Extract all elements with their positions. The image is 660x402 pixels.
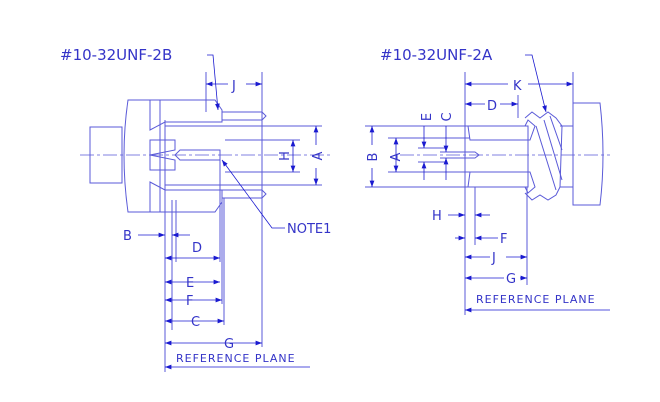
dim-c-right: C bbox=[440, 112, 455, 121]
thread-callout-2b: #10-32UNF-2B bbox=[60, 46, 172, 64]
reference-plane-label-right: REFERENCE PLANE bbox=[476, 293, 596, 306]
dim-b-right: B bbox=[366, 153, 381, 162]
right-dimensions bbox=[369, 54, 610, 313]
right-labels: #10-32UNF-2A K D E C B A H F J G REFEREN… bbox=[366, 46, 596, 306]
dim-f-right: F bbox=[500, 232, 507, 247]
dim-e-right: E bbox=[420, 113, 435, 121]
dim-g-right: G bbox=[506, 272, 516, 287]
dim-b: B bbox=[123, 229, 132, 244]
dim-j: J bbox=[231, 79, 236, 94]
dim-c: C bbox=[191, 315, 200, 330]
dim-h: H bbox=[278, 151, 293, 161]
dim-e: E bbox=[186, 276, 194, 291]
dim-d-right: D bbox=[487, 99, 497, 114]
right-connector bbox=[365, 72, 610, 315]
left-connector bbox=[80, 72, 330, 372]
dim-a: A bbox=[311, 151, 326, 160]
dim-g: G bbox=[224, 337, 234, 352]
thread-callout-2a: #10-32UNF-2A bbox=[380, 46, 493, 64]
reference-plane-label: REFERENCE PLANE bbox=[176, 352, 296, 365]
note-label: NOTE1 bbox=[287, 222, 331, 237]
dim-f: F bbox=[186, 294, 193, 309]
dim-h-right: H bbox=[432, 209, 442, 224]
left-labels: #10-32UNF-2B J H A NOTE1 B D E F C G REF… bbox=[60, 46, 331, 365]
dim-j-right: J bbox=[491, 251, 496, 266]
left-dimensions bbox=[138, 54, 319, 370]
dim-k: K bbox=[513, 79, 522, 94]
dim-d: D bbox=[192, 241, 202, 256]
dim-a-right: A bbox=[389, 152, 404, 161]
